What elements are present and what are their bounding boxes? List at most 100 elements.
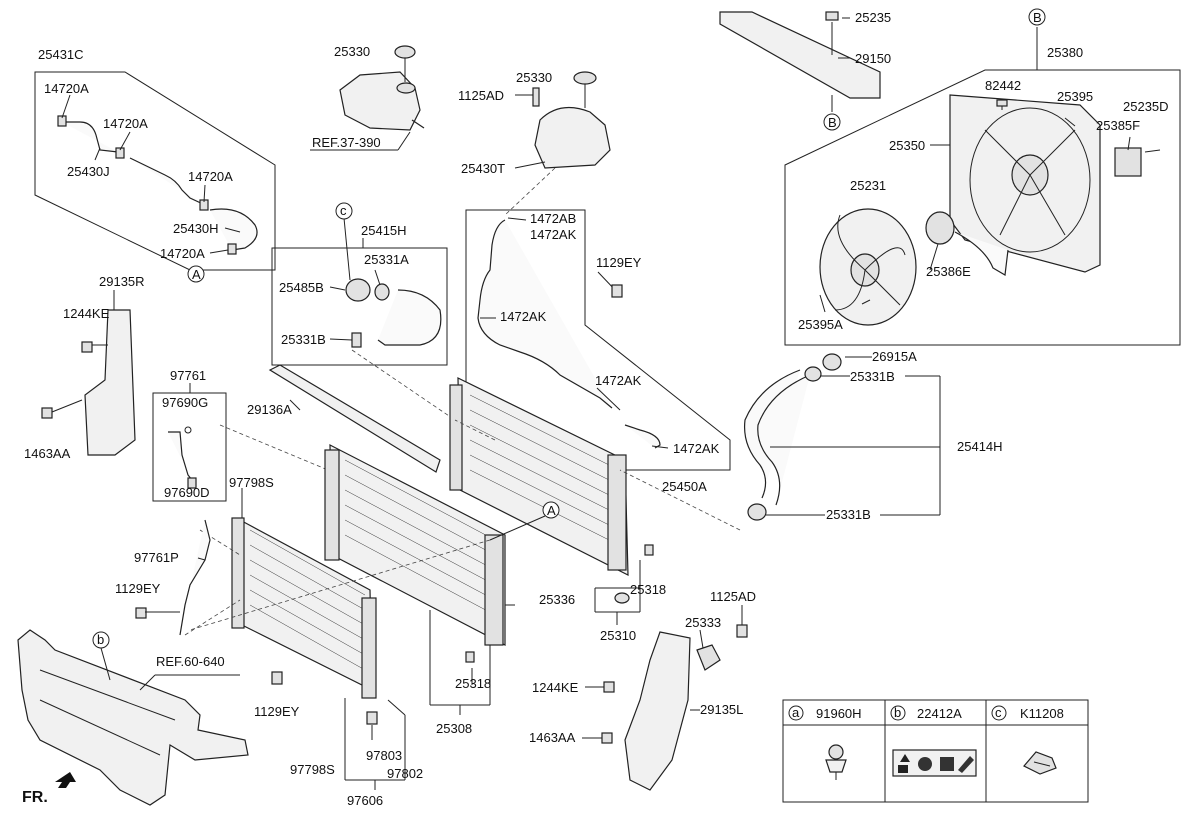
fan-shroud-bracket xyxy=(719,11,881,131)
reservoir-tank-ref xyxy=(310,45,425,151)
part-labels: 25431C 14720A 14720A 25430J 14720A 25430… xyxy=(24,10,1169,808)
label-1129ey: 1129EY xyxy=(115,581,161,596)
front-end-carrier xyxy=(17,629,249,806)
callout-a-lower-letter: A xyxy=(192,267,201,282)
pressure-sensor-97761 xyxy=(152,383,329,502)
label-25385f: 25385F xyxy=(1096,118,1140,133)
air-guard-29136a xyxy=(268,364,441,473)
callout-c-letter: c xyxy=(340,203,347,218)
label-29135l: 29135L xyxy=(700,702,743,717)
label-25350: 25350 xyxy=(889,138,925,153)
label-25414h: 25414H xyxy=(957,439,1003,454)
warning-label-icon xyxy=(892,749,977,777)
hose-group-25431c xyxy=(34,71,276,283)
clip-icon xyxy=(825,744,847,780)
radiator-hose-25414h xyxy=(619,353,941,531)
front-direction-marker: FR. xyxy=(22,772,76,806)
label-1125ad: 1125AD xyxy=(458,88,504,103)
label-29135r: 29135R xyxy=(99,274,145,289)
label-1125ad: 1125AD xyxy=(710,589,756,604)
label-97690g: 97690G xyxy=(162,395,208,410)
legend-part-k11208: K11208 xyxy=(1020,706,1064,721)
overflow-hose-group xyxy=(465,209,731,471)
label-25386e: 25386E xyxy=(926,264,971,279)
label-97803: 97803 xyxy=(366,748,402,763)
legend-part-91960h: 91960H xyxy=(816,706,862,721)
pipe-97761p xyxy=(135,519,283,685)
cooling-fan-assembly xyxy=(784,8,1181,346)
label-25431c: 25431C xyxy=(38,47,84,62)
label-25331b: 25331B xyxy=(850,369,895,384)
front-arrow-icon xyxy=(55,772,76,788)
legend-table: a 91960H b 22412A c K11208 xyxy=(782,699,1089,803)
label-25231: 25231 xyxy=(850,178,886,193)
label-25395a: 25395A xyxy=(798,317,843,332)
callout-b-carrier-letter: b xyxy=(97,632,104,647)
label-1472ak: 1472AK xyxy=(595,373,642,388)
label-25430j: 25430J xyxy=(67,164,110,179)
label-14720a: 14720A xyxy=(103,116,148,131)
label-97802: 97802 xyxy=(387,766,423,781)
label-25318: 25318 xyxy=(455,676,491,691)
label-25450a: 25450A xyxy=(662,479,707,494)
label-25415h: 25415H xyxy=(361,223,407,238)
hose-kit-25415h xyxy=(271,202,456,421)
label-97761: 97761 xyxy=(170,368,206,383)
label-97761p: 97761P xyxy=(134,550,179,565)
label-26915a: 26915A xyxy=(872,349,917,364)
label-14720a: 14720A xyxy=(188,169,233,184)
legend-key-c: c xyxy=(995,705,1002,720)
label-25333: 25333 xyxy=(685,615,721,630)
label-25308: 25308 xyxy=(436,721,472,736)
legend-key-b: b xyxy=(894,705,901,720)
callout-a-upper-letter: A xyxy=(547,503,556,518)
label-82442: 82442 xyxy=(985,78,1021,93)
label-1129ey: 1129EY xyxy=(254,704,300,719)
front-marker-label: FR. xyxy=(22,789,48,806)
label-97606: 97606 xyxy=(347,793,383,808)
bracket-icon xyxy=(1023,751,1057,775)
condenser-97606 xyxy=(324,444,515,685)
label-25330: 25330 xyxy=(516,70,552,85)
label-ref-37-390: REF.37-390 xyxy=(312,135,381,150)
label-97798s: 97798S xyxy=(290,762,335,777)
label-1472ab: 1472AB xyxy=(530,211,576,226)
callout-letters: A A B B c b xyxy=(97,10,1042,647)
radiator-25310 xyxy=(449,377,654,625)
label-25331a: 25331A xyxy=(364,252,409,267)
label-97690d: 97690D xyxy=(164,485,210,500)
label-25336: 25336 xyxy=(539,592,575,607)
label-25395: 25395 xyxy=(1057,89,1093,104)
label-25430h: 25430H xyxy=(173,221,219,236)
label-1463aa: 1463AA xyxy=(529,730,576,745)
legend-key-a: a xyxy=(792,705,800,720)
label-29150: 29150 xyxy=(855,51,891,66)
label-1472ak: 1472AK xyxy=(500,309,547,324)
label-1244ke: 1244KE xyxy=(532,680,579,695)
label-25485b: 25485B xyxy=(279,280,324,295)
callout-b-top-letter: B xyxy=(1033,10,1042,25)
label-1472ak: 1472AK xyxy=(673,441,720,456)
air-guard-29135r xyxy=(41,290,136,456)
label-25235d: 25235D xyxy=(1123,99,1169,114)
label-25330: 25330 xyxy=(334,44,370,59)
label-25331b: 25331B xyxy=(281,332,326,347)
legend-part-22412a: 22412A xyxy=(917,706,962,721)
reservoir-tank-25430t xyxy=(504,71,611,216)
label-1129ey: 1129EY xyxy=(596,255,642,270)
label-1463aa: 1463AA xyxy=(24,446,71,461)
label-25430t: 25430T xyxy=(461,161,505,176)
label-25235: 25235 xyxy=(855,10,891,25)
label-25318: 25318 xyxy=(630,582,666,597)
condenser-front xyxy=(184,488,491,790)
label-14720a: 14720A xyxy=(160,246,205,261)
air-guard-29135l xyxy=(582,605,748,791)
label-25380: 25380 xyxy=(1047,45,1083,60)
label-1472ak: 1472AK xyxy=(530,227,577,242)
label-25310: 25310 xyxy=(600,628,636,643)
label-1244ke: 1244KE xyxy=(63,306,110,321)
label-97798s: 97798S xyxy=(229,475,274,490)
label-14720a: 14720A xyxy=(44,81,89,96)
label-ref-60-640: REF.60-640 xyxy=(156,654,225,669)
